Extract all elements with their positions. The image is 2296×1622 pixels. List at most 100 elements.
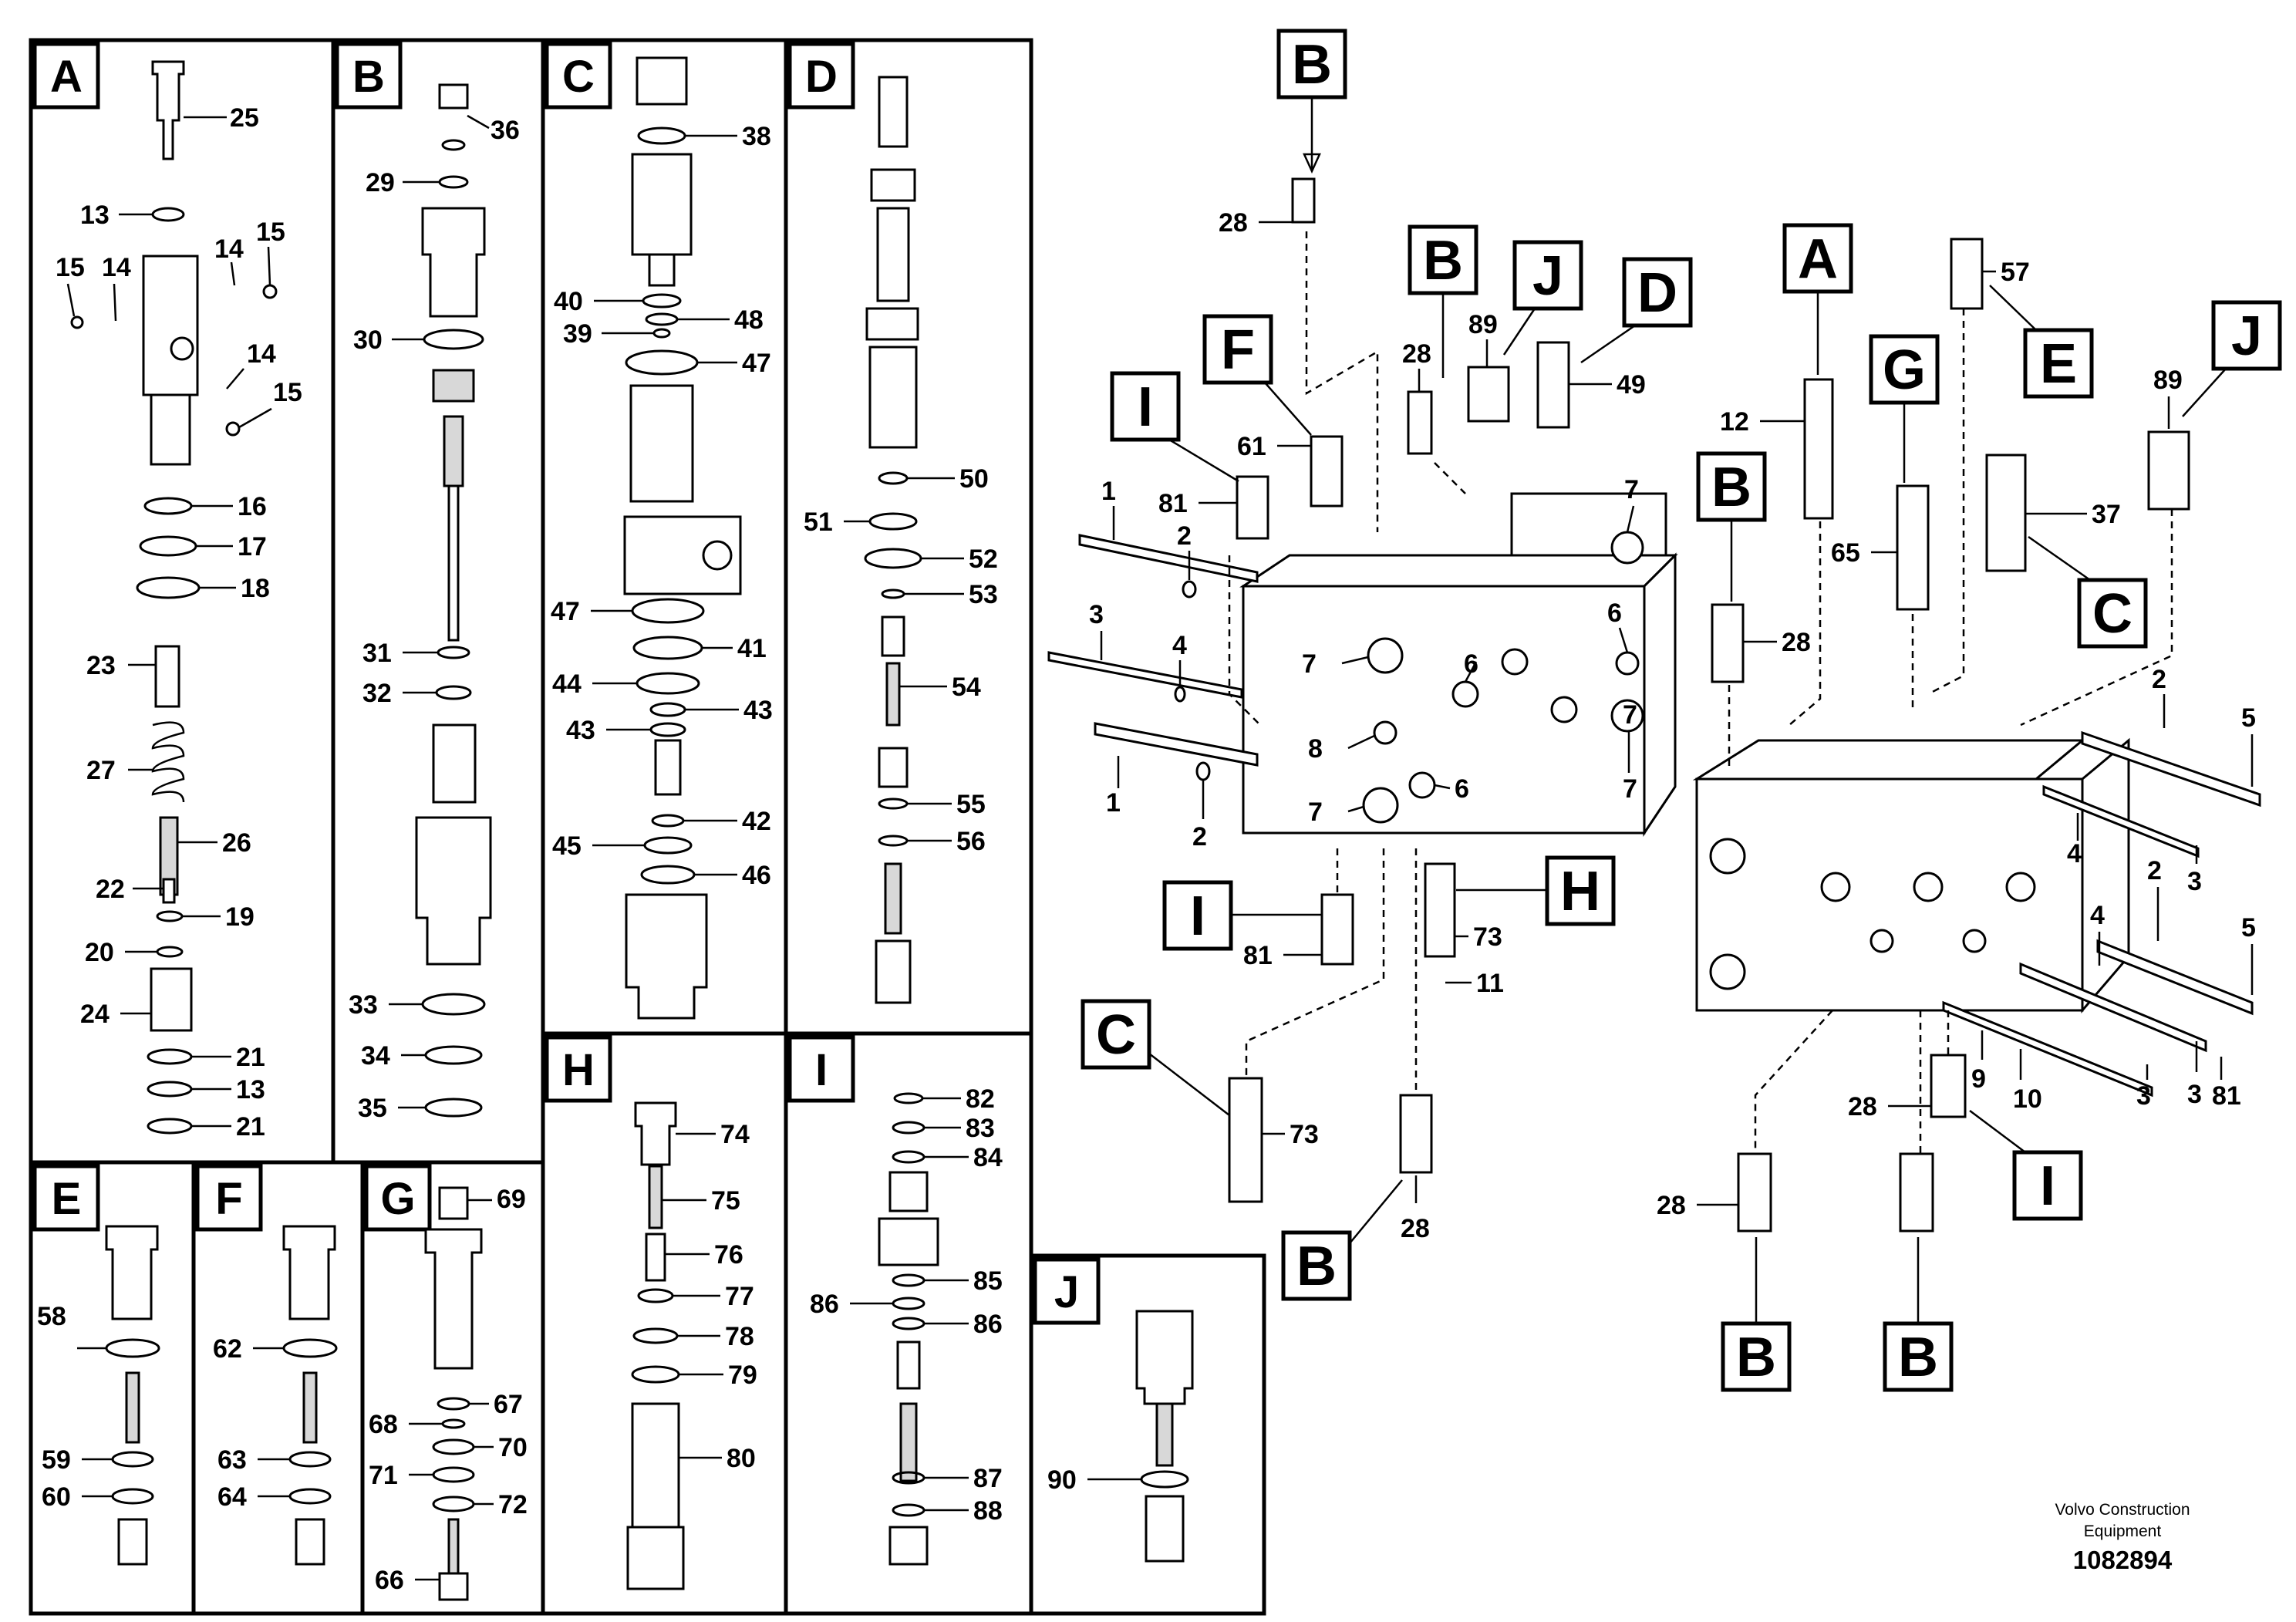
callout-panels-C-labels-11: 45 <box>552 831 582 861</box>
assembly-letter-j-right: J <box>2231 305 2262 367</box>
i-spool <box>896 1340 921 1390</box>
panel-letter-c-text: C <box>562 52 595 102</box>
callout-panels-A-labels-16: 20 <box>85 938 114 967</box>
callout-panels-A-labels-17: 24 <box>80 1000 110 1029</box>
cart-81-i-right <box>1930 1054 1967 1118</box>
assembly-left <box>1047 177 1678 1203</box>
cart-28-top <box>1291 177 1316 224</box>
callout-panels-B-labels-6: 34 <box>361 1041 390 1071</box>
callout-assembly-labels-22: 73 <box>1473 922 1502 952</box>
assembly-letter-i-bottom: I <box>1190 885 1205 947</box>
leader-assembly-labels-13 <box>1341 656 1369 665</box>
callout-panels-C-labels-0: 38 <box>742 122 771 151</box>
valve-right-port-g <box>1962 929 1987 953</box>
e-seat <box>117 1518 148 1566</box>
callout-assembly-labels-26: 12 <box>1720 407 1749 437</box>
washer-4 <box>1174 686 1186 703</box>
assembly-letter-boxes: B B J D F I I H C B <box>1081 29 2282 1392</box>
cart-57-e <box>1950 238 1984 310</box>
callout-assembly-labels-1: 28 <box>1402 339 1431 369</box>
callout-assembly-labels-15: 8 <box>1308 734 1323 764</box>
cart-65-g <box>1896 484 1930 611</box>
cart-61-f <box>1310 435 1344 508</box>
callout-assembly-labels-38: 4 <box>2090 901 2105 930</box>
assembly-letter-h: H <box>1560 861 1600 922</box>
valve-left-side <box>1643 552 1677 837</box>
callout-assembly-labels-12: 6 <box>1607 599 1622 628</box>
callout-panels-I-labels-1: 83 <box>966 1114 995 1143</box>
leader-assembly-labels-16 <box>1434 784 1451 790</box>
valve-left-side-port-7 <box>1610 531 1644 565</box>
leader-panels-B-labels-0 <box>467 114 490 130</box>
callout-panels-A-labels-15: 19 <box>225 902 255 932</box>
callout-assembly-labels-0: 28 <box>1219 208 1248 238</box>
valve-right-port-e <box>2005 872 2036 902</box>
bolt-3-mid <box>2019 962 2207 1053</box>
callout-panels-A-labels-13: 26 <box>222 828 251 858</box>
callout-panels-A-labels-19: 13 <box>236 1075 265 1104</box>
callout-assembly-labels-21: 81 <box>1243 941 1273 970</box>
assembly-letter-e: E <box>2040 333 2077 395</box>
callout-assembly-labels-33: 5 <box>2241 703 2256 733</box>
callout-panels-I-labels-3: 85 <box>973 1266 1003 1296</box>
bolt-1-top <box>1078 534 1259 583</box>
dash-73-c <box>1245 848 1385 1078</box>
callout-assembly-labels-10: 4 <box>1172 631 1187 660</box>
h-spring-75 <box>648 1165 663 1229</box>
callout-panels-D-labels-3: 53 <box>969 580 998 609</box>
e-spring <box>125 1371 140 1444</box>
bolt-3-bottom <box>1942 1000 2153 1098</box>
callout-assembly-labels-11: 6 <box>1464 649 1478 679</box>
panel-letter-i: I <box>787 1035 855 1103</box>
callout-assembly-labels-2: 89 <box>1468 310 1498 339</box>
valve-right-port-c <box>1820 872 1851 902</box>
callout-panels-D-labels-1: 51 <box>804 508 833 537</box>
callout-panels-I-labels-0: 82 <box>966 1084 995 1114</box>
i-spring <box>899 1402 918 1482</box>
callout-panels-G-labels-1: 67 <box>494 1390 523 1419</box>
h-nut <box>626 1526 685 1590</box>
panel-g-parts <box>424 1186 483 1601</box>
assembly-letter-g: G <box>1883 339 1926 401</box>
leader-panels-A-labels-5 <box>267 246 271 286</box>
assembly-letter-i-top: I <box>1138 376 1153 438</box>
callout-assembly-labels-29: 37 <box>2092 500 2121 529</box>
d-spring-lower <box>884 862 902 935</box>
callout-panels-D-labels-5: 55 <box>956 790 986 819</box>
callout-panels-F-labels-2: 64 <box>217 1482 247 1512</box>
callout-panels-A-labels-8: 16 <box>238 492 267 521</box>
valve-right-port-b <box>1709 953 1746 990</box>
panel-j-parts <box>1135 1310 1194 1563</box>
bolt-5-top <box>2081 730 2261 808</box>
assembly-letter-b-second: B <box>1423 230 1463 292</box>
cart-12-a <box>1803 378 1834 520</box>
callout-assembly-labels-35: 3 <box>2187 867 2202 896</box>
panel-f-parts <box>282 1225 338 1566</box>
c-body-upper <box>631 153 693 256</box>
g-body <box>424 1228 483 1370</box>
assembly-letter-b-top: B <box>1292 34 1332 96</box>
callout-panels-A-labels-18: 21 <box>236 1043 265 1072</box>
panel-letter-b-text: B <box>352 52 385 102</box>
callout-assembly-labels-32: 2 <box>2152 665 2166 694</box>
valve-left-port-7a <box>1367 637 1404 674</box>
c-body-mid <box>629 384 694 503</box>
cart-28-left-bottom <box>1737 1152 1772 1233</box>
panel-letter-e-text: E <box>52 1174 82 1224</box>
valve-right-port-f <box>1870 929 1894 953</box>
callout-assembly-labels-28: 65 <box>1831 538 1860 568</box>
callout-panels-A-labels-1: 13 <box>80 201 110 230</box>
callout-panels-H-labels-4: 78 <box>725 1322 754 1351</box>
callout-panels-G-labels-3: 70 <box>498 1433 528 1462</box>
callout-panels-A-labels-7: 15 <box>273 378 302 407</box>
washer-2-bottom <box>1195 761 1211 781</box>
d-sleeve <box>881 615 905 657</box>
callout-panels-H-labels-3: 77 <box>725 1282 754 1311</box>
leader-panels-A-labels-2 <box>66 283 76 317</box>
d-bottom-plug <box>875 939 912 1004</box>
panel-letter-g: G <box>364 1164 432 1232</box>
panel-letter-h: H <box>544 1035 612 1103</box>
valve-left-side-port-7b <box>1610 699 1644 733</box>
valve-left-port-6d <box>1408 771 1436 799</box>
